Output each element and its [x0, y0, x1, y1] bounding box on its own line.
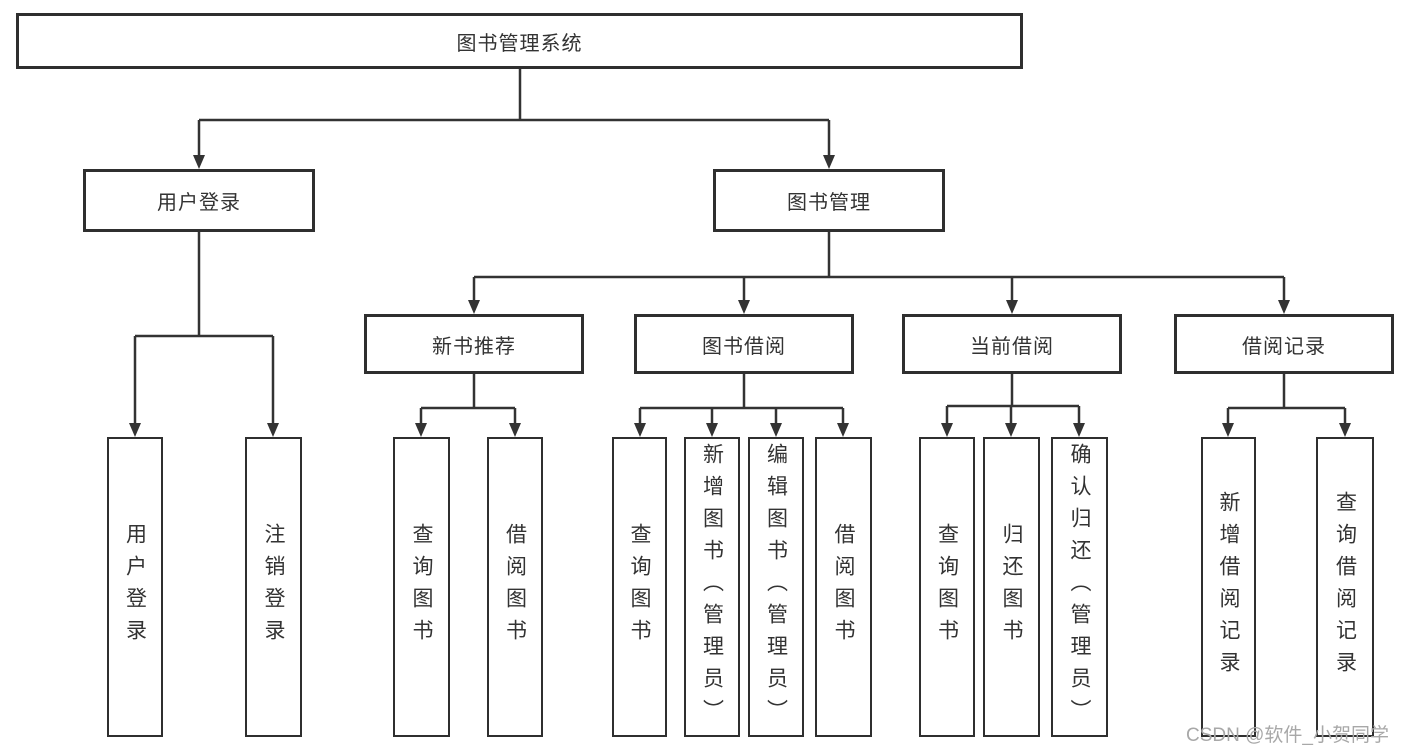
- node-label: 新书推荐: [432, 335, 516, 358]
- node-label: 借阅记录: [1242, 335, 1326, 358]
- arrowhead: [1073, 423, 1085, 437]
- csdn-watermark: CSDN @软件_小贺同学: [1186, 725, 1389, 746]
- arrowhead: [1006, 300, 1018, 314]
- leaf-add-borrow-record: 新增借阅记录: [1201, 437, 1256, 737]
- leaf-edit-book-admin: 编辑图书（管理员）: [748, 437, 804, 737]
- leaf-label: 归还图书: [1000, 523, 1024, 651]
- leaf-label: 借阅图书: [503, 523, 527, 651]
- connector-current-borrowing: [945, 374, 1081, 424]
- leaf-label: 查询图书: [628, 523, 652, 651]
- arrowhead: [267, 423, 279, 437]
- arrowhead: [823, 155, 835, 169]
- node-book-borrowing: 图书借阅: [634, 314, 854, 374]
- node-new-book-recommendation: 新书推荐: [364, 314, 584, 374]
- node-current-borrowing: 当前借阅: [902, 314, 1122, 374]
- connector-book-borrowing: [638, 374, 845, 424]
- leaf-label: 注销登录: [262, 523, 286, 651]
- arrowhead: [193, 155, 205, 169]
- node-label: 当前借阅: [970, 335, 1054, 358]
- leaf-label: 确认归还（管理员）: [1068, 443, 1092, 731]
- leaf-add-book-admin: 新增图书（管理员）: [684, 437, 740, 737]
- arrowhead: [468, 300, 480, 314]
- connector-new-book-recommendation: [419, 374, 517, 424]
- leaf-label: 查询图书: [935, 523, 959, 651]
- arrowheads: [129, 155, 1351, 437]
- node-label: 图书管理: [787, 192, 871, 214]
- connector-book-management: [472, 232, 1286, 301]
- node-label: 图书管理系统: [456, 32, 583, 55]
- leaf-label: 查询图书: [410, 523, 434, 651]
- leaf-label: 新增图书（管理员）: [700, 443, 724, 731]
- arrowhead: [837, 423, 849, 437]
- leaf-label: 新增借阅记录: [1217, 491, 1241, 683]
- connector-user-login: [133, 232, 275, 424]
- leaf-query-books-borrowing: 查询图书: [612, 437, 667, 737]
- arrowhead: [1278, 300, 1290, 314]
- node-library-management-system: 图书管理系统: [16, 13, 1023, 69]
- arrowhead: [738, 300, 750, 314]
- arrowhead: [770, 423, 782, 437]
- node-label: 图书借阅: [702, 335, 786, 358]
- node-borrowing-records: 借阅记录: [1174, 314, 1394, 374]
- arrowhead: [509, 423, 521, 437]
- leaf-label: 借阅图书: [832, 523, 856, 651]
- leaf-borrow-books-borrowing: 借阅图书: [815, 437, 872, 737]
- leaf-label: 用户登录: [123, 523, 147, 651]
- arrowhead: [634, 423, 646, 437]
- leaf-borrow-books-recommend: 借阅图书: [487, 437, 543, 737]
- arrowhead: [1005, 423, 1017, 437]
- node-book-management: 图书管理: [713, 169, 945, 232]
- leaf-label: 查询借阅记录: [1333, 491, 1357, 683]
- leaf-query-books-current: 查询图书: [919, 437, 975, 737]
- node-label: 用户登录: [157, 192, 241, 214]
- leaf-query-books-recommend: 查询图书: [393, 437, 450, 737]
- leaf-confirm-return-admin: 确认归还（管理员）: [1051, 437, 1108, 737]
- arrowhead: [1339, 423, 1351, 437]
- arrowhead: [415, 423, 427, 437]
- leaf-query-borrow-record: 查询借阅记录: [1316, 437, 1374, 737]
- arrowhead: [1222, 423, 1234, 437]
- arrowhead: [941, 423, 953, 437]
- arrowhead: [129, 423, 141, 437]
- leaf-user-login: 用户登录: [107, 437, 163, 737]
- arrowhead: [706, 423, 718, 437]
- leaf-return-books: 归还图书: [983, 437, 1040, 737]
- leaf-label: 编辑图书（管理员）: [764, 443, 788, 731]
- connector-borrowing-records: [1226, 374, 1347, 424]
- connector-root-trunk: [197, 69, 831, 156]
- leaf-logout: 注销登录: [245, 437, 302, 737]
- node-user-login: 用户登录: [83, 169, 315, 232]
